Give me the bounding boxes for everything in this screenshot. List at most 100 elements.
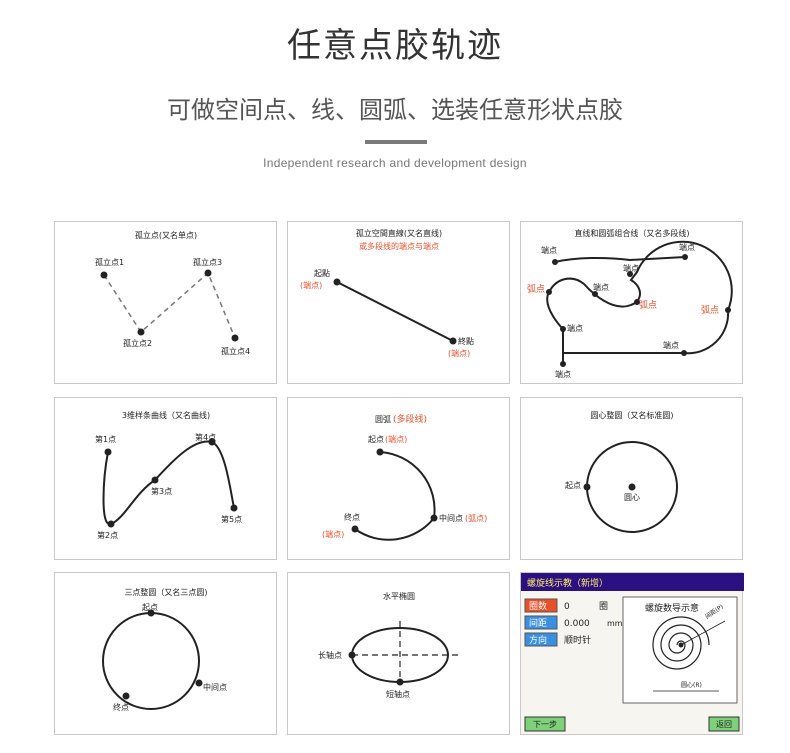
- label-endpoint-7: 端点: [555, 369, 571, 379]
- panel-three-point-circle: 三点整圆（又名三点圆) 起点 中间点 终点: [54, 572, 277, 735]
- screen-title: 螺旋线示教（新增）: [527, 577, 608, 589]
- top-line: [554, 256, 686, 263]
- divider: [365, 140, 427, 144]
- straight-line: [336, 281, 454, 342]
- ellipse-diagram: 水平椭圆 长轴点 短轴点: [318, 591, 462, 699]
- label-long-axis: 长轴点: [318, 650, 342, 660]
- panel-title: 圆弧: [375, 414, 391, 424]
- label-point-3: 孤立点3: [193, 257, 222, 267]
- endpoint-bottom-left: [560, 361, 566, 367]
- circle-start-point: [583, 483, 591, 491]
- panel-center-circle: 圆心整圆（又名标准圆) 起点 圆心: [520, 397, 743, 560]
- arc-mid-point: [430, 514, 438, 522]
- panel-isolated-line: 孤立空間直線(又名直线) 或多段线的端点与端点 起點 (端点) 終點 (端点): [287, 221, 510, 384]
- panel-title: 孤立空間直線(又名直线): [356, 228, 442, 238]
- next-step-label: 下一步: [533, 720, 557, 729]
- panel-title: 孤立点(又名单点): [135, 230, 197, 240]
- tagline: Independent research and development des…: [263, 156, 527, 170]
- row-label-direction[interactable]: [524, 632, 558, 647]
- spline-curve: [102, 440, 235, 526]
- arc-start-point: [376, 448, 384, 456]
- circle-center-point: [628, 483, 636, 491]
- row-label-direction-text: 方向: [529, 634, 547, 646]
- endpoint-top-left: [552, 259, 558, 265]
- label-endpoint-4: 端点: [593, 282, 609, 292]
- label-endpoint-6: 端点: [663, 340, 679, 350]
- row-label-pitch[interactable]: [524, 615, 558, 630]
- point-2: [137, 328, 145, 336]
- next-step-button[interactable]: [524, 716, 566, 732]
- endpoint-left: [560, 326, 566, 332]
- label-endpoint-3: 端点: [623, 263, 639, 273]
- row-unit-turns: 圈: [599, 601, 608, 612]
- row-label-pitch-text: 间距: [529, 617, 547, 629]
- pitch-leader: [680, 620, 726, 646]
- spline-point-1: [104, 448, 112, 456]
- label-point-4: 孤立点4: [221, 346, 250, 356]
- label-point-2: 孤立点2: [123, 338, 152, 348]
- back-label: 返回: [716, 720, 732, 729]
- circle-outline: [102, 612, 200, 710]
- arc-end-point: [351, 525, 359, 533]
- center-circle-diagram: 圆心整圆（又名标准圆) 起点 圆心: [565, 410, 678, 533]
- spline-point-3: [151, 476, 159, 484]
- spline-point-5: [230, 504, 238, 512]
- label-point-1: 孤立点1: [95, 257, 124, 267]
- point-1: [100, 271, 108, 279]
- spiral-diagram-title: 螺旋数导示意: [645, 602, 699, 614]
- label-endpoint-2: 端点: [679, 242, 695, 252]
- line-arc-diagram: 直线和圆弧组合线（又名多段线) 端点 端点 端点 端点 端点 端点 端点 弧点 …: [527, 228, 733, 379]
- page-subtitle: 可做空间点、线、圆弧、选装任意形状点胶: [167, 96, 623, 124]
- row-label-turns[interactable]: [524, 598, 558, 613]
- spiral-diagram-box: [622, 596, 738, 704]
- label-arc-start: 起点: [368, 435, 384, 444]
- panel-spiral-screen: 螺旋线示教（新增） 圈数 0 圈 间距 0.000 mm 方向 顺时针 螺旋数导…: [520, 572, 744, 735]
- back-button[interactable]: [708, 716, 740, 732]
- panel-title: 3维样条曲线（又名曲线): [122, 410, 210, 420]
- label-start: 起点: [142, 603, 158, 612]
- label-short-axis: 短轴点: [386, 689, 410, 699]
- spiral-screen: 螺旋线示教（新增） 圈数 0 圈 间距 0.000 mm 方向 顺时针 螺旋数导…: [521, 573, 744, 732]
- label-arc-1: 弧点: [527, 283, 545, 295]
- label-arc-2: 弧点: [639, 299, 657, 311]
- three-point-circle-diagram: 三点整圆（又名三点圆) 起点 中间点 终点: [102, 587, 227, 712]
- screen-titlebar: [521, 573, 744, 591]
- label-arc-end: 终点: [344, 512, 360, 522]
- panel-spline: 3维样条曲线（又名曲线) 第1点 第2点 第3点 第4点 第5点: [54, 397, 277, 560]
- long-axis-point: [348, 651, 356, 659]
- arc-point-mid: [634, 299, 640, 305]
- short-axis-point: [396, 678, 404, 686]
- row-value-direction: 顺时针: [564, 634, 591, 646]
- endpoint-center: [592, 291, 598, 297]
- arc-point-left: [546, 289, 552, 295]
- point-4: [231, 334, 239, 342]
- endpoint-bottom-right: [681, 350, 687, 356]
- spline-point-2: [107, 520, 115, 528]
- spline-point-4: [208, 438, 216, 446]
- point-3: [204, 269, 212, 277]
- row-label-turns-text: 圈数: [529, 600, 547, 612]
- endpoint-top-right: [682, 254, 688, 260]
- panel-arc: 圆弧 (多段线) 起点 (端点) 中间点 (弧点) 终点 (端点): [287, 397, 510, 560]
- label-circle-start: 起点: [565, 481, 581, 490]
- label-start: 起點: [314, 268, 330, 278]
- spiral-curve: [652, 616, 710, 670]
- label-spline-2: 第2点: [97, 530, 118, 540]
- label-arc-mid: 中间点: [439, 513, 463, 523]
- label-arc-end-note: (端点): [322, 529, 344, 539]
- start-point: [333, 278, 341, 286]
- row-unit-pitch: mm: [607, 619, 623, 628]
- end-point: [449, 337, 457, 345]
- label-mid: 中间点: [203, 682, 227, 692]
- row-value-pitch: 0.000: [564, 619, 590, 629]
- combo-path: [546, 240, 733, 364]
- panel-isolated-points: 孤立点(又名单点) 孤立点1 孤立点3 孤立点2 孤立点4: [54, 221, 277, 384]
- page-title: 任意点胶轨迹: [287, 26, 503, 66]
- panel-ellipse: 水平椭圆 长轴点 短轴点: [287, 572, 510, 735]
- label-arc-start-note: (端点): [385, 434, 407, 444]
- arc-curve: [354, 451, 436, 541]
- endpoint-mid: [627, 271, 633, 277]
- isolated-line-diagram: 孤立空間直線(又名直线) 或多段线的端点与端点 起點 (端点) 終點 (端点): [300, 228, 474, 358]
- label-start-note: (端点): [300, 280, 322, 290]
- circle-start-point: [147, 609, 155, 617]
